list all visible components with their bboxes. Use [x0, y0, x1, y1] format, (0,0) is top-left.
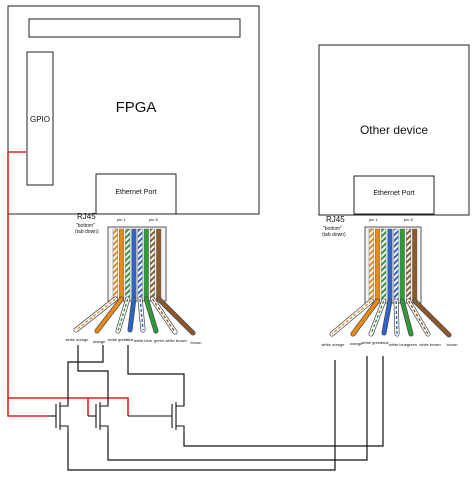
- rj45-connector-left: RJ45 "bottom" (tab down) pin 1 pin 8: [73, 212, 196, 336]
- rj45-right-pin-1: pin 1: [369, 217, 378, 222]
- signal-wire-white-orange-right: [67, 360, 336, 471]
- left-wire-tail-brown: [156, 297, 195, 335]
- left-conductor-white-orange: [112, 228, 118, 300]
- wire-label-left-8: brown: [191, 340, 202, 345]
- signal-wire-green-right: [183, 356, 384, 447]
- other-ethernet-port-label: Ethernet Port: [373, 190, 414, 197]
- wire-label-right-7: white brown: [419, 342, 440, 347]
- fpga-ethernet-port: [95, 173, 177, 215]
- left-conductor-orange: [118, 228, 124, 300]
- gpio-wire-vertical: [7, 151, 48, 417]
- transistor-1: [48, 402, 69, 432]
- right-wire-stripe-white-orange: [331, 300, 372, 335]
- wire-labels-right: white orange orange white green blue whi…: [322, 340, 458, 347]
- signal-wires: [67, 345, 384, 471]
- right-wire-stripe-white-brown: [407, 300, 429, 335]
- signal-wire-orange-left: [67, 345, 104, 404]
- right-wire-tail-blue: [382, 299, 392, 335]
- transistor-2: [88, 402, 109, 432]
- rj45-left-pin-8: pin 8: [149, 217, 158, 222]
- fpga-top-strip: [28, 18, 241, 38]
- right-conductor-brown: [412, 228, 418, 302]
- wire-label-right-3: white green: [362, 340, 383, 345]
- wire-label-right-4: blue: [381, 340, 389, 345]
- right-conductor-green: [399, 228, 405, 302]
- left-conductor-white-brown: [149, 228, 155, 300]
- wire-label-right-1: white orange: [322, 342, 346, 347]
- wire-label-left-2: orange: [93, 339, 106, 344]
- left-wire-stripe-white-green: [117, 298, 129, 332]
- wire-label-left-3: white green: [108, 337, 129, 342]
- fpga-board: GPIO FPGA Ethernet Port: [7, 5, 260, 215]
- rj45-right-subtitle-1: "bottom": [323, 226, 342, 232]
- signal-wire-white-orange-left: [77, 345, 109, 404]
- left-wire-stripe-white-orange: [75, 298, 116, 331]
- transistor-3: [128, 402, 185, 432]
- other-device-title: Other device: [360, 123, 428, 137]
- right-wire-tail-brown: [412, 299, 451, 337]
- wire-label-left-7: white brown: [165, 338, 186, 343]
- right-conductor-white-brown: [406, 228, 412, 302]
- signal-wire-white-green-right: [107, 356, 368, 461]
- signal-wire-green-left: [127, 345, 185, 404]
- rj45-left-pin-1: pin 1: [117, 217, 126, 222]
- gpio-red-wires: [7, 151, 129, 417]
- right-wire-stripe-white-blue: [395, 300, 398, 335]
- wire-label-left-5: white blue: [134, 338, 153, 343]
- left-conductor-brown: [156, 228, 162, 300]
- rj45-right-title: RJ45: [326, 215, 345, 224]
- right-wire-tail-green: [400, 299, 413, 336]
- gpio-header: [26, 51, 54, 186]
- rj45-connector-right: RJ45 "bottom" (tab down) pin 1 pin 8: [322, 215, 452, 338]
- wire-labels-left: white orange orange white green blue whi…: [66, 337, 202, 345]
- left-conductor-blue: [131, 228, 137, 300]
- right-conductor-orange: [375, 228, 381, 302]
- left-wire-stripe-white-brown: [151, 298, 176, 333]
- left-wire-stripe-white-blue: [139, 298, 144, 331]
- rj45-left-subtitle-1: "bottom": [76, 223, 95, 229]
- right-conductor-white-orange: [368, 228, 374, 302]
- fpga-ethernet-port-label: Ethernet Port: [115, 189, 156, 196]
- gpio-label: GPIO: [30, 115, 50, 124]
- wire-label-left-1: white orange: [66, 337, 90, 342]
- fpga-title: FPGA: [116, 99, 157, 116]
- left-wire-tail-blue: [128, 297, 136, 332]
- left-conductor-green: [143, 228, 149, 300]
- left-wire-tail-orange: [95, 297, 124, 333]
- wire-label-right-8: brown: [447, 342, 458, 347]
- wire-label-right-5: white blue: [389, 342, 408, 347]
- rj45-left-subtitle-2: (tab down): [75, 229, 99, 235]
- other-device: Other device Ethernet Port: [318, 44, 470, 216]
- rj45-right-pin-8: pin 8: [404, 217, 413, 222]
- right-wire-tail-orange: [351, 299, 380, 336]
- right-conductor-blue: [387, 228, 393, 302]
- wire-label-left-4: blue: [126, 337, 134, 342]
- left-wire-tail-green: [144, 297, 158, 333]
- gpio-wire-bus: [8, 397, 129, 416]
- other-ethernet-port: [353, 175, 435, 215]
- wire-label-right-6: green: [407, 342, 417, 347]
- rj45-left-title: RJ45: [77, 212, 96, 221]
- right-conductor-white-green: [381, 228, 387, 302]
- wire-label-left-6: green: [154, 338, 164, 343]
- left-conductor-white-green: [125, 228, 131, 300]
- left-conductor-white-blue: [137, 228, 143, 300]
- wire-label-right-2: orange: [350, 341, 363, 346]
- right-conductor-white-blue: [393, 228, 399, 302]
- rj45-right-subtitle-2: (tab down): [322, 232, 346, 238]
- right-wire-stripe-white-green: [370, 300, 385, 335]
